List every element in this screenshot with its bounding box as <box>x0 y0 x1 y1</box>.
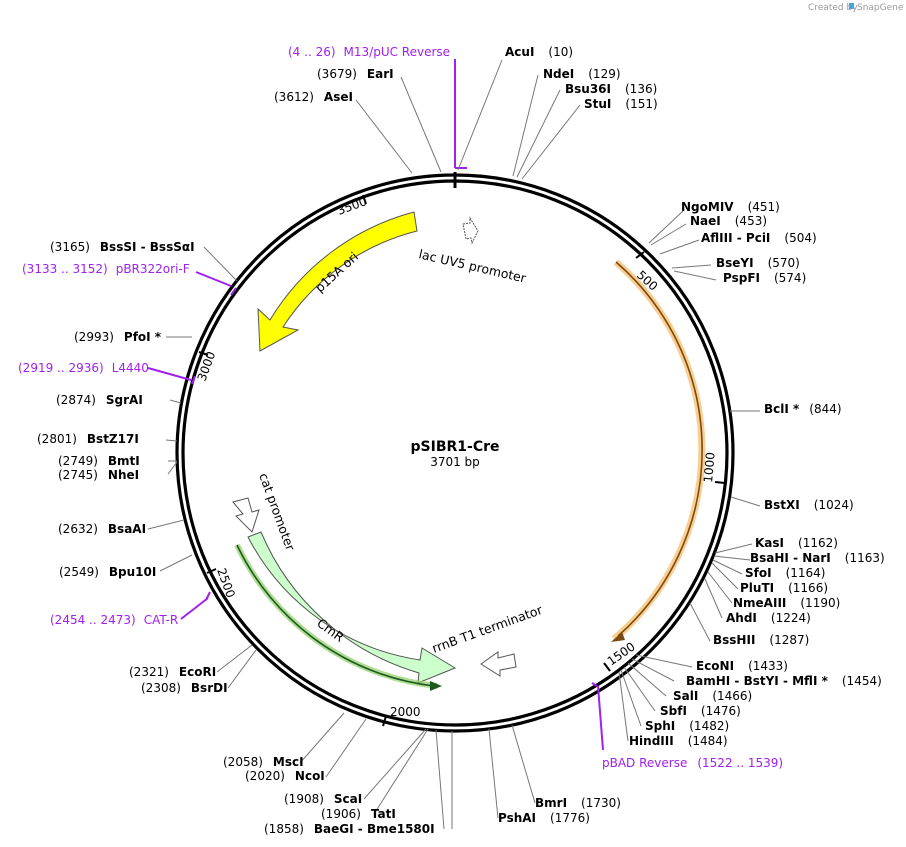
enzyme-label-asei: (3612)AseI <box>274 90 353 104</box>
leader-lines <box>147 59 761 830</box>
enzyme-label-afliii-pcii: AflIII - PciI(504) <box>701 231 817 245</box>
credit-prefix: Created by <box>808 3 858 13</box>
primer-label-cat-r: (2454 .. 2473)CAT-R <box>50 613 178 627</box>
enzyme-labels-right: AcuI(10) NdeI(129) Bsu36I(136) StuI(151)… <box>498 45 885 825</box>
enzyme-label-bmri: BmrI(1730) <box>535 796 621 810</box>
enzyme-label-sali: SalI(1466) <box>673 689 752 703</box>
enzyme-label-bpu10i: (2549)Bpu10I <box>59 565 156 579</box>
enzyme-label-hindiii: HindIII(1484) <box>629 734 728 748</box>
enzyme-label-stui: StuI(151) <box>584 97 658 111</box>
enzyme-labels-left: (3679)EarI (3612)AseI (3165)BssSI - BssS… <box>37 67 435 836</box>
enzyme-label-pfoi: (2993)PfoI * <box>74 330 162 344</box>
enzyme-label-sphi: SphI(1482) <box>645 719 729 733</box>
scale-ticks <box>198 194 726 727</box>
enzyme-label-bsrdi: (2308)BsrDI <box>141 681 228 695</box>
tick-label-3500: 3500 <box>335 194 368 218</box>
tick-label-2000: 2000 <box>390 705 421 719</box>
lac-promoter-label: lac UV5 promoter <box>417 246 528 285</box>
enzyme-label-bsssi-bsssai: (3165)BssSI - BssSαI <box>50 240 195 254</box>
enzyme-label-msci: (2058)MscI <box>223 755 304 769</box>
lac-promoter-arrow <box>462 216 479 245</box>
enzyme-label-acui: AcuI(10) <box>505 45 573 59</box>
enzyme-label-scai: (1908)ScaI <box>284 792 362 806</box>
enzyme-label-baegi-bme1580i: (1858)BaeGI - Bme1580I <box>264 822 435 836</box>
primer-label-pbr322ori-f: (3133 .. 3152)pBR322ori-F <box>22 262 190 276</box>
insert-region-line <box>615 261 703 637</box>
primer-label-pbad-reverse: pBAD Reverse(1522 .. 1539) <box>602 756 783 770</box>
enzyme-label-ncoi: (2020)NcoI <box>245 769 325 783</box>
enzyme-label-ngomiv: NgoMIV(451) <box>681 200 780 214</box>
enzyme-label-ecori: (2321)EcoRI <box>129 665 216 679</box>
cat-promoter-arrow <box>232 497 260 533</box>
primer-marks <box>147 59 604 751</box>
enzyme-label-bsu36i: Bsu36I(136) <box>565 82 657 96</box>
p15a-ori-feature <box>257 211 418 352</box>
cmr-line <box>236 544 435 687</box>
enzyme-label-sgrai: (2874)SgrAI <box>56 393 143 407</box>
enzyme-label-pshai: PshAI(1776) <box>498 811 590 825</box>
rrnb-terminator-label: rrnB T1 terminator <box>430 602 545 656</box>
enzyme-label-ndei: NdeI(129) <box>543 67 621 81</box>
enzyme-label-nmeaiii: NmeAIII(1190) <box>733 596 840 610</box>
rrnb-terminator-arrow <box>480 651 517 677</box>
enzyme-label-bmti: (2749)BmtI <box>58 454 140 468</box>
enzyme-label-bsahi-nari: BsaHI - NarI(1163) <box>750 551 885 565</box>
enzyme-label-eari: (3679)EarI <box>317 67 394 81</box>
tick-label-1000: 1000 <box>701 452 718 484</box>
tick-label-3000: 3000 <box>195 350 219 383</box>
enzyme-label-bcli: BclI *(844) <box>764 402 842 416</box>
cmr-feature <box>247 531 457 684</box>
plasmid-name: pSIBR1-Cre <box>411 439 500 455</box>
enzyme-label-ahdi: AhdI(1224) <box>726 611 811 625</box>
enzyme-label-sbfi: SbfI(1476) <box>660 704 741 718</box>
enzyme-label-bseyi: BseYI(570) <box>716 256 800 270</box>
enzyme-label-pspfi: PspFI(574) <box>723 271 806 285</box>
enzyme-label-bsaai: (2632)BsaAI <box>58 522 146 536</box>
enzyme-label-econi: EcoNI(1433) <box>696 659 788 673</box>
enzyme-label-bstz17i: (2801)BstZ17I <box>37 432 139 446</box>
insert-region-highlight <box>611 259 706 642</box>
enzyme-label-pluti: PluTI(1166) <box>740 581 828 595</box>
enzyme-label-nhei: (2745)NheI <box>58 468 139 482</box>
primer-label-m13-puc-reverse: (4 .. 26)M13/pUC Reverse <box>288 45 450 59</box>
plasmid-length: 3701 bp <box>430 455 480 469</box>
enzyme-label-naei: NaeI(453) <box>690 214 767 228</box>
enzyme-label-sfoi: SfoI(1164) <box>745 566 825 580</box>
enzyme-label-bstxi: BstXI(1024) <box>764 498 854 512</box>
enzyme-label-bamhi-bstyi-mfli: BamHI - BstYI - MflI *(1454) <box>686 674 882 688</box>
primer-label-l4440: (2919 .. 2936)L4440 <box>18 361 149 375</box>
tick-label-1500: 1500 <box>605 639 638 668</box>
enzyme-label-kasi: KasI(1162) <box>755 536 838 550</box>
credit-brand: SnapGene <box>857 3 904 13</box>
enzyme-label-tati: (1906)TatI <box>321 807 396 821</box>
enzyme-label-bsshii: BssHII(1287) <box>713 633 809 647</box>
snapgene-logo-icon <box>849 3 854 9</box>
cmr-arrowhead <box>430 681 442 691</box>
insert-region-arrowhead <box>611 632 625 642</box>
